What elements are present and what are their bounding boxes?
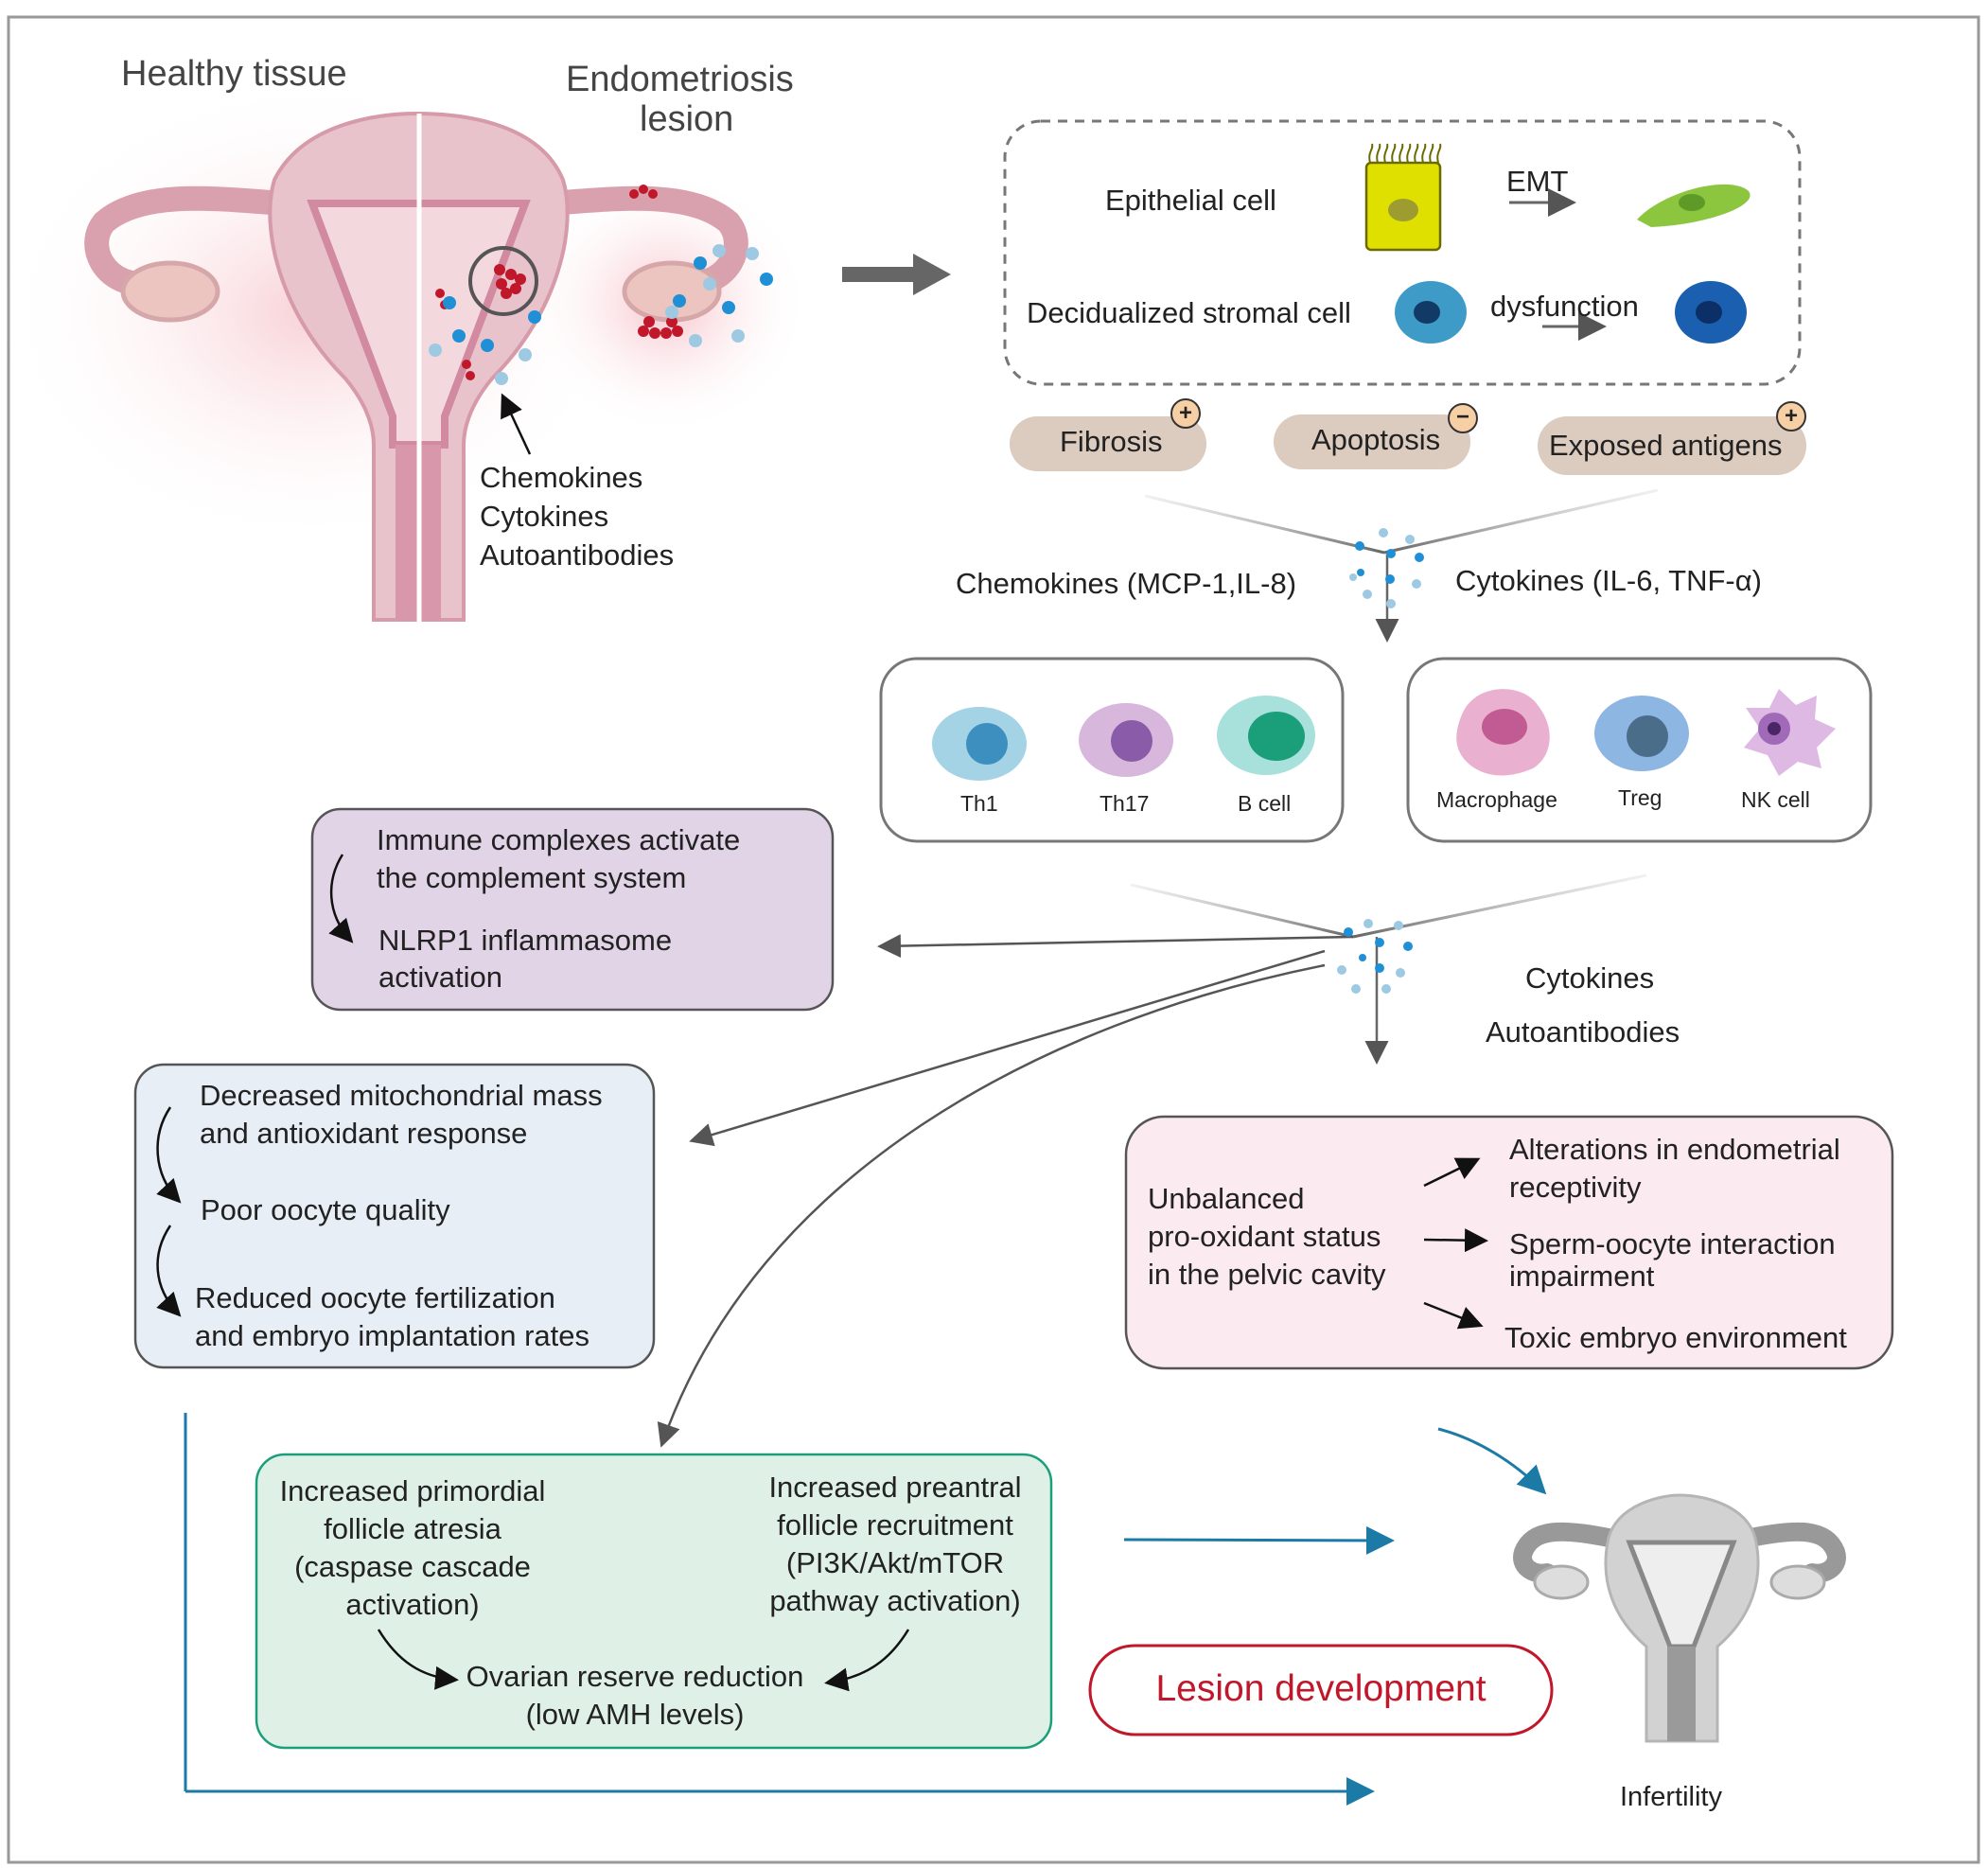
cytokines-label: Cytokines (IL-6, TNF-α)	[1455, 564, 1762, 597]
green-left1: Increased primordial	[279, 1474, 546, 1507]
nk-cell-icon	[1744, 689, 1836, 776]
stromal-cell-label: Decidualized stromal cell	[1027, 296, 1351, 329]
epithelial-cell-icon	[1364, 143, 1442, 252]
signal-dots-2	[1337, 919, 1413, 994]
apoptosis-sign: −	[1455, 404, 1469, 430]
green-right3: (PI3K/Akt/mTOR	[785, 1546, 1005, 1579]
th17-cell-icon	[1079, 703, 1173, 777]
mesenchymal-cell-icon	[1637, 184, 1750, 227]
secreted-chemokines: Chemokines	[480, 461, 643, 494]
infertility-label: Infertility	[1620, 1782, 1722, 1812]
pink-r1b: receptivity	[1509, 1171, 1642, 1204]
figure-frame	[7, 15, 1980, 1864]
lesion-label-line2: lesion	[640, 99, 734, 139]
purple-line4: activation	[378, 960, 502, 994]
green-right2: follicle recruitment	[777, 1508, 1013, 1542]
pill-exposed-antigens	[1538, 416, 1806, 475]
infertility-uterus-icon	[1513, 1493, 1846, 1743]
pink-r3: Toxic embryo environment	[1504, 1321, 1847, 1354]
pill-exposed-antigens-label: Exposed antigens	[1549, 429, 1783, 462]
main-arrow	[842, 254, 951, 295]
pill-fibrosis	[1010, 416, 1206, 471]
green-left3: (caspase cascade	[294, 1550, 531, 1583]
blue-box	[133, 1063, 656, 1369]
pink-r2b: impairment	[1509, 1260, 1655, 1293]
autoantibodies-label-2: Autoantibodies	[1486, 1015, 1680, 1049]
signal-dots-1	[1349, 528, 1424, 608]
healthy-tissue-label: Healthy tissue	[121, 54, 347, 94]
epithelial-cell-label: Epithelial cell	[1105, 184, 1276, 217]
th1-label: Th1	[960, 791, 998, 816]
dysfunction-label: dysfunction	[1490, 290, 1639, 323]
secreted-autoantibodies: Autoantibodies	[480, 538, 675, 572]
cytokines-label-2: Cytokines	[1525, 961, 1655, 995]
green-left4: activation)	[345, 1588, 480, 1621]
exposed-antigens-sign: +	[1784, 403, 1798, 429]
b-cell-icon	[1217, 696, 1315, 775]
uterus-illustration	[0, 76, 809, 625]
blue-line4: Reduced oocyte fertilization	[195, 1281, 555, 1314]
purple-line1: Immune complexes activate	[377, 823, 741, 856]
chemokines-label: Chemokines (MCP-1,IL-8)	[956, 567, 1297, 600]
green-bottom1: Ovarian reserve reduction	[466, 1660, 804, 1693]
stromal-cell-icon	[1395, 281, 1467, 344]
blue-line5: and embryo implantation rates	[195, 1319, 590, 1352]
pink-r2a: Sperm-oocyte interaction	[1509, 1227, 1836, 1260]
b-cell-label: B cell	[1238, 791, 1292, 816]
lesion-label-line1: Endometriosis	[566, 60, 794, 99]
blue-line1: Decreased mitochondrial mass	[200, 1079, 603, 1112]
treg-cell-icon	[1594, 696, 1689, 771]
macrophage-icon	[1456, 689, 1550, 776]
treg-label: Treg	[1618, 785, 1663, 810]
blue-line2: and antioxidant response	[200, 1117, 528, 1150]
green-bottom2: (low AMH levels)	[525, 1698, 745, 1731]
sign-badges	[1170, 398, 1806, 433]
green-right1: Increased preantral	[768, 1471, 1022, 1504]
fibrosis-sign: +	[1178, 400, 1192, 426]
lesion-development-box	[1088, 1644, 1554, 1736]
pink-r1a: Alterations in endometrial	[1509, 1133, 1840, 1166]
cell-panel	[1003, 119, 1802, 386]
dysfunctional-stromal-cell-icon	[1675, 281, 1747, 344]
pink-left1: Unbalanced	[1148, 1182, 1305, 1215]
th1-cell-icon	[932, 707, 1027, 781]
pink-left2: pro-oxidant status	[1148, 1220, 1381, 1253]
emt-label: EMT	[1506, 165, 1569, 198]
purple-line2: the complement system	[377, 861, 687, 894]
green-right4: pathway activation)	[769, 1584, 1021, 1617]
pink-box	[1124, 1115, 1894, 1370]
purple-box	[310, 807, 835, 1012]
secreted-cytokines: Cytokines	[480, 500, 609, 533]
th17-label: Th17	[1100, 791, 1150, 816]
pink-left3: in the pelvic cavity	[1148, 1258, 1386, 1291]
pill-apoptosis-label: Apoptosis	[1311, 423, 1441, 456]
pill-apoptosis	[1274, 414, 1470, 469]
nk-cell-label: NK cell	[1741, 787, 1810, 812]
pill-fibrosis-label: Fibrosis	[1060, 425, 1163, 458]
blue-line3: Poor oocyte quality	[201, 1193, 450, 1226]
macrophage-label: Macrophage	[1436, 787, 1557, 812]
green-left2: follicle atresia	[324, 1512, 501, 1545]
purple-line3: NLRP1 inflammasome	[378, 924, 673, 957]
lesion-development-label: Lesion development	[1155, 1668, 1487, 1709]
